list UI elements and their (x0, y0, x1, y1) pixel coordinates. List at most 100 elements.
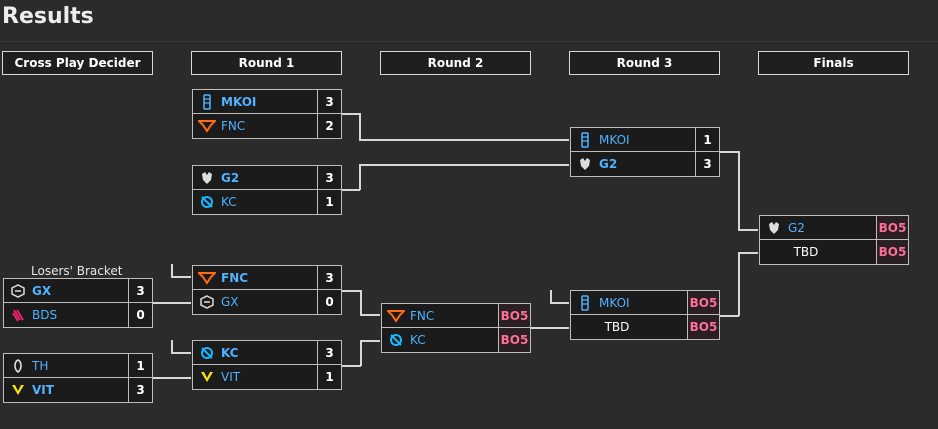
connector (360, 340, 380, 342)
connector (738, 151, 740, 230)
team-name: GX (32, 283, 52, 298)
connector (171, 276, 191, 278)
team-row[interactable]: FNC BO5 (381, 303, 531, 328)
page-title: Results (2, 4, 94, 29)
team-score: BO5 (687, 291, 719, 314)
team-name: TBD (793, 245, 819, 259)
match-cross-play-2[interactable]: TH 1 VIT 3 (3, 353, 153, 403)
mkoi-icon (571, 291, 599, 314)
connector (719, 151, 739, 153)
team-name: FNC (221, 270, 249, 285)
team-name: KC (221, 345, 239, 360)
team-row[interactable]: FNC 2 (192, 114, 342, 139)
team-name: FNC (221, 119, 246, 133)
team-name: TBD (604, 320, 630, 334)
team-row[interactable]: MKOI 1 (570, 127, 720, 152)
team-score: 1 (695, 128, 719, 151)
team-name: KC (221, 195, 237, 209)
connector (550, 290, 552, 303)
g2-icon (571, 153, 599, 176)
team-score: BO5 (498, 328, 530, 352)
match-round3-a[interactable]: MKOI 1 G2 3 (570, 127, 720, 177)
team-row[interactable]: KC 3 (192, 340, 342, 365)
team-name: VIT (221, 370, 241, 384)
team-row[interactable]: KC BO5 (381, 328, 531, 353)
match-round1-c[interactable]: FNC 3 GX 0 (192, 265, 342, 315)
team-row[interactable]: FNC 3 (192, 265, 342, 290)
connector (550, 302, 569, 304)
team-row[interactable]: G2 3 (192, 165, 342, 190)
match-cross-play-1[interactable]: GX 3 BDS 0 (3, 278, 153, 328)
connector (152, 377, 191, 379)
team-row[interactable]: G2 3 (570, 152, 720, 177)
connector (360, 340, 362, 366)
connector (171, 340, 173, 353)
team-score: 1 (128, 354, 152, 377)
team-name: G2 (788, 220, 805, 235)
match-round1-b[interactable]: G2 3 KC 1 (192, 165, 342, 215)
team-score: 3 (128, 378, 152, 402)
match-finals[interactable]: G2 BO5 TBD BO5 (759, 215, 909, 265)
team-row[interactable]: GX 0 (192, 290, 342, 315)
g2-icon (760, 216, 788, 239)
team-score: BO5 (876, 216, 908, 239)
team-name: VIT (32, 383, 54, 397)
match-round3-b[interactable]: MKOI BO5 TBD BO5 (570, 290, 720, 340)
team-row[interactable]: KC 1 (192, 190, 342, 215)
losers-bracket-caption: Losers' Bracket (31, 264, 123, 278)
match-round1-d[interactable]: KC 3 VIT 1 (192, 340, 342, 390)
fnc-icon (193, 115, 221, 138)
gx-icon (193, 291, 221, 314)
team-name: MKOI (221, 94, 257, 109)
connector (360, 290, 362, 315)
header-round-3: Round 3 (569, 51, 720, 75)
header-finals: Finals (758, 51, 909, 75)
team-score: BO5 (498, 304, 530, 327)
team-score: BO5 (876, 240, 908, 264)
mkoi-icon (571, 128, 599, 151)
team-row[interactable]: VIT 3 (3, 378, 153, 403)
fnc-icon (382, 304, 410, 327)
team-score: 3 (317, 90, 341, 113)
team-score: 3 (317, 341, 341, 364)
connector (359, 164, 361, 190)
connector (530, 327, 569, 329)
team-score: 1 (317, 190, 341, 214)
team-name: BDS (32, 308, 58, 322)
connector (171, 352, 191, 354)
team-name: KC (410, 333, 426, 347)
team-row[interactable]: TBD BO5 (570, 315, 720, 340)
team-score: 3 (317, 266, 341, 289)
team-name: G2 (599, 157, 618, 171)
team-score: 0 (317, 290, 341, 314)
connector (738, 252, 740, 316)
team-row[interactable]: VIT 1 (192, 365, 342, 390)
match-round2[interactable]: FNC BO5 KC BO5 (381, 303, 531, 353)
connector (341, 365, 361, 367)
team-name: FNC (410, 308, 435, 323)
team-name: MKOI (599, 295, 630, 310)
kc-icon (193, 191, 221, 214)
connector (171, 264, 173, 277)
team-score: BO5 (687, 315, 719, 339)
vit-icon (193, 366, 221, 389)
team-score: 3 (317, 166, 341, 189)
team-score: 2 (317, 114, 341, 138)
connector (341, 189, 360, 191)
team-row[interactable]: GX 3 (3, 278, 153, 303)
team-row[interactable]: MKOI BO5 (570, 290, 720, 315)
mkoi-icon (193, 90, 221, 113)
team-row[interactable]: G2 BO5 (759, 215, 909, 240)
th-icon (4, 354, 32, 377)
team-name: TH (32, 358, 49, 373)
team-row[interactable]: TBD BO5 (759, 240, 909, 265)
team-score: 1 (317, 365, 341, 389)
team-row[interactable]: BDS 0 (3, 303, 153, 328)
match-round1-a[interactable]: MKOI 3 FNC 2 (192, 89, 342, 139)
team-row[interactable]: MKOI 3 (192, 89, 342, 114)
team-row[interactable]: TH 1 (3, 353, 153, 378)
team-score: 3 (695, 152, 719, 176)
connector (738, 252, 758, 254)
fnc-icon (193, 266, 221, 289)
connector (152, 302, 191, 304)
